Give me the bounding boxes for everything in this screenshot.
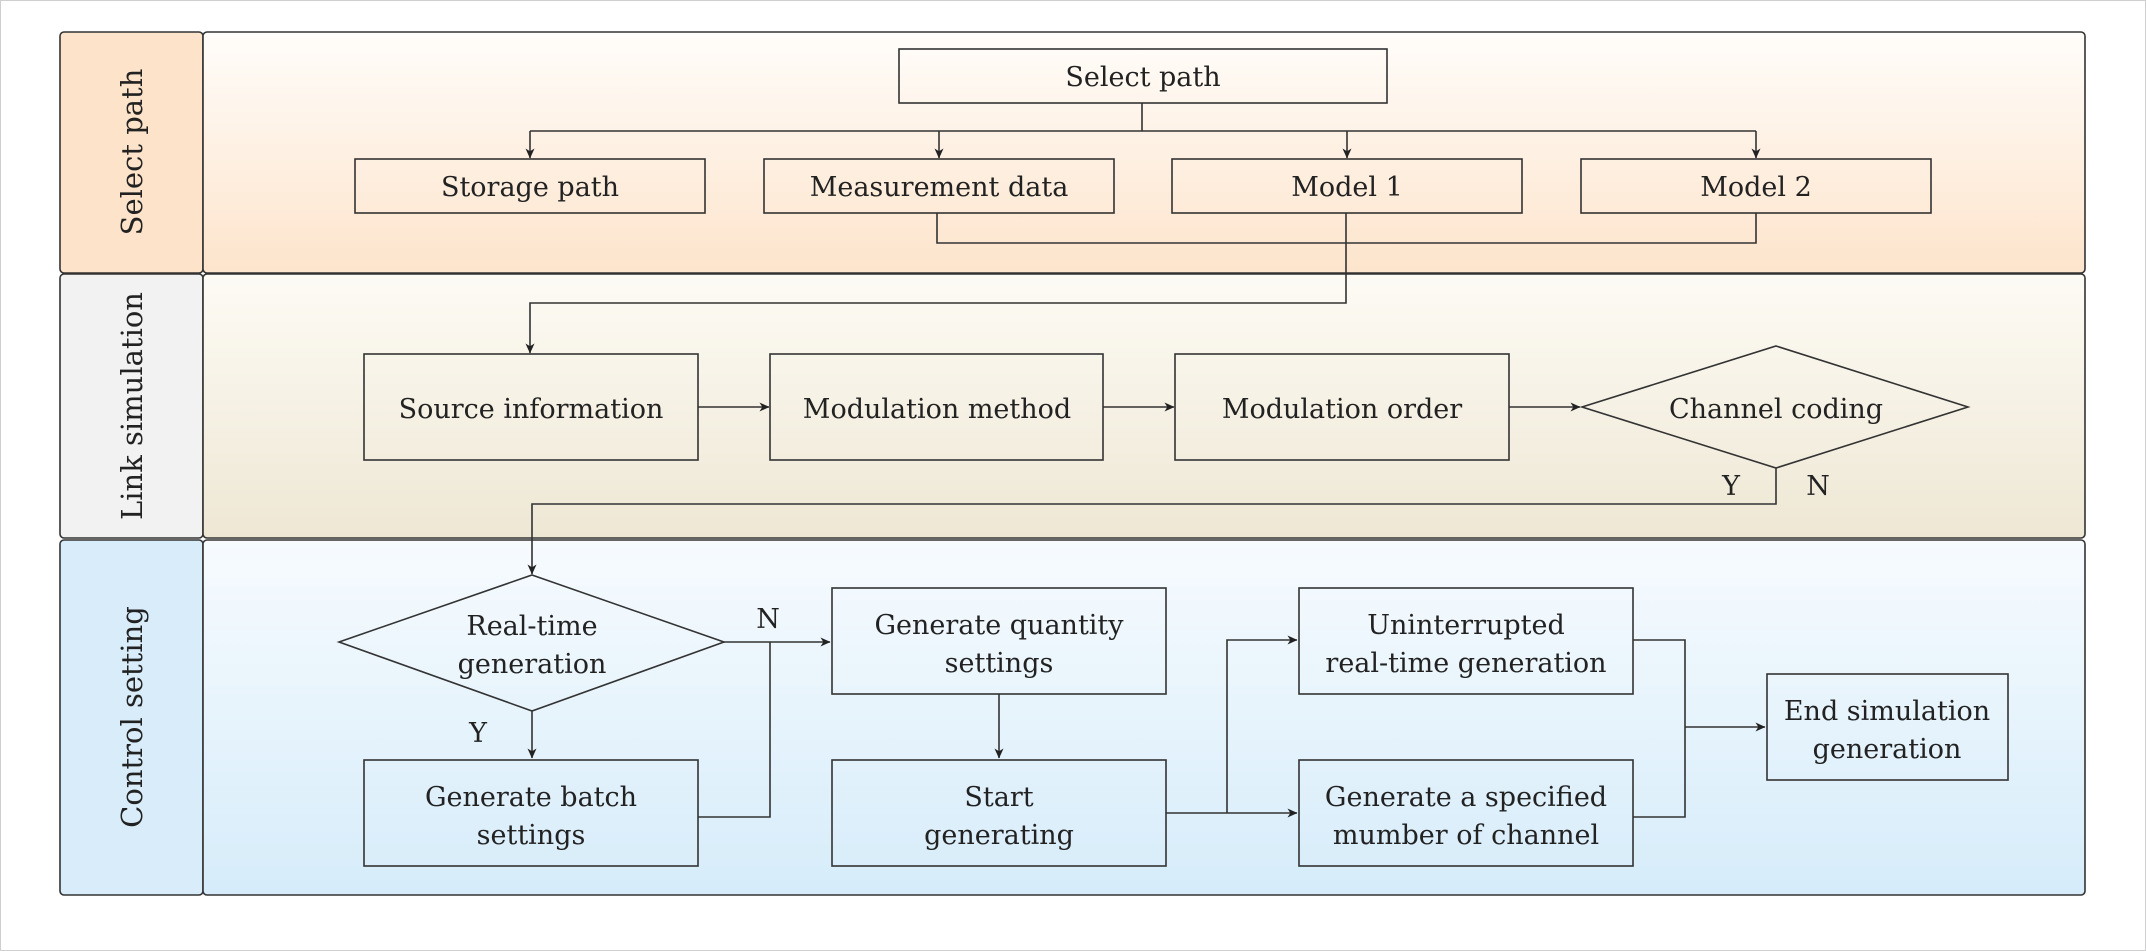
node-generate-batch-settings-line1: Generate batch bbox=[425, 782, 637, 813]
node-uninterrupted-line2: real-time generation bbox=[1325, 648, 1606, 679]
node-generate-specified-line2: mumber of channel bbox=[1333, 820, 1599, 851]
lane-label-link-simulation: Link simulation bbox=[115, 292, 149, 520]
node-real-time-generation: Real-time generation bbox=[336, 574, 727, 712]
arrow-to-real-time-generation bbox=[527, 468, 1777, 575]
lane-body-control-setting bbox=[202, 539, 2086, 896]
node-channel-coding: Channel coding bbox=[1579, 345, 1971, 469]
node-real-time-generation-line2: generation bbox=[458, 649, 607, 680]
node-generate-quantity-settings-line2: settings bbox=[945, 648, 1054, 679]
lane-label-select-path: Select path bbox=[115, 69, 149, 236]
node-model-2-label: Model 2 bbox=[1700, 172, 1812, 203]
connectors bbox=[525, 103, 1777, 818]
node-measurement-data: Measurement data bbox=[763, 158, 1115, 214]
node-real-time-generation-line1: Real-time bbox=[466, 611, 597, 642]
node-model-1: Model 1 bbox=[1171, 158, 1523, 214]
channel-coding-yes-label: Y bbox=[1721, 471, 1741, 502]
node-select-path: Select path bbox=[898, 48, 1388, 104]
node-end-simulation-line1: End simulation bbox=[1784, 696, 1990, 727]
node-end-simulation-generation: End simulation generation bbox=[1766, 673, 2009, 781]
node-modulation-method-label: Modulation method bbox=[803, 394, 1071, 425]
node-end-simulation-line2: generation bbox=[1813, 734, 1962, 765]
node-storage-path-label: Storage path bbox=[441, 172, 619, 203]
node-generate-batch-settings-line2: settings bbox=[477, 820, 586, 851]
lane-label-control-setting: Control setting bbox=[115, 606, 149, 828]
node-uninterrupted-real-time-generation: Uninterrupted real-time generation bbox=[1298, 587, 1634, 695]
real-time-yes-label: Y bbox=[468, 718, 488, 749]
node-source-information-label: Source information bbox=[399, 394, 664, 425]
lane-body-link-simulation bbox=[202, 273, 2086, 539]
arrow-to-uninterrupted bbox=[1226, 635, 1298, 813]
lane-link-simulation: Link simulation bbox=[59, 273, 2086, 539]
node-select-path-label: Select path bbox=[1065, 62, 1220, 93]
node-storage-path: Storage path bbox=[354, 158, 706, 214]
node-model-2: Model 2 bbox=[1580, 158, 1932, 214]
node-start-generating-line2: generating bbox=[924, 820, 1074, 851]
node-generate-specified-number: Generate a specified mumber of channel bbox=[1298, 759, 1634, 867]
node-generate-specified-line1: Generate a specified bbox=[1325, 782, 1607, 813]
node-measurement-data-label: Measurement data bbox=[810, 172, 1069, 203]
node-modulation-method: Modulation method bbox=[769, 353, 1104, 461]
connector-batch-to-quantity bbox=[698, 642, 771, 818]
real-time-no-label: N bbox=[756, 604, 780, 635]
channel-coding-no-label: N bbox=[1806, 471, 1830, 502]
node-modulation-order-label: Modulation order bbox=[1222, 394, 1462, 425]
node-channel-coding-label: Channel coding bbox=[1669, 394, 1883, 425]
node-uninterrupted-line1: Uninterrupted bbox=[1367, 610, 1565, 641]
arrow-to-source-information bbox=[525, 213, 1347, 354]
node-start-generating: Start generating bbox=[831, 759, 1167, 867]
node-model-1-label: Model 1 bbox=[1291, 172, 1403, 203]
node-source-information: Source information bbox=[363, 353, 699, 461]
node-generate-quantity-settings-line1: Generate quantity bbox=[874, 610, 1124, 641]
node-start-generating-line1: Start bbox=[964, 782, 1033, 813]
node-modulation-order: Modulation order bbox=[1174, 353, 1510, 461]
node-generate-quantity-settings: Generate quantity settings bbox=[831, 587, 1167, 695]
node-generate-batch-settings: Generate batch settings bbox=[363, 759, 699, 867]
lane-control-setting: Control setting bbox=[59, 539, 2086, 896]
connector-options-merge bbox=[1633, 639, 1686, 818]
